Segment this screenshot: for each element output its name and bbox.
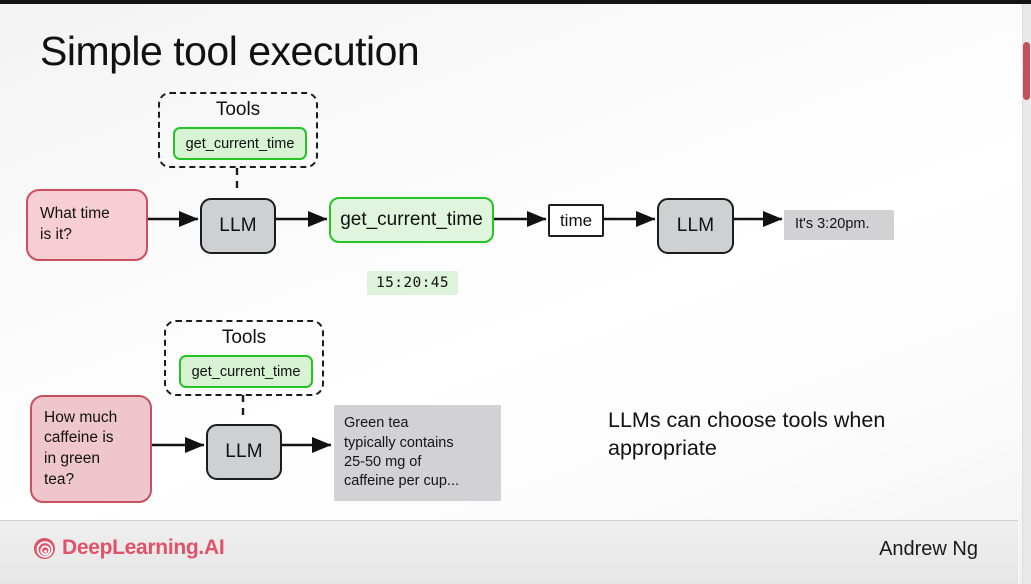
- llm-node-label-flow-two: LLM: [225, 441, 263, 462]
- llm-node-flow-one-second: LLM: [657, 198, 734, 254]
- author-name: Andrew Ng: [879, 538, 978, 560]
- window-top-frame: [0, 0, 1031, 4]
- flow-connectors: [148, 168, 783, 454]
- callout-text: LLMs can choose tools when appropriate: [608, 408, 886, 461]
- brand-name: DeepLearning.AI: [62, 536, 225, 559]
- slide-footer: DeepLearning.AI Andrew Ng: [0, 521, 1018, 584]
- tool-result-value: 15:20:45: [367, 271, 459, 295]
- assistant-answer-text: It's 3:20pm.: [795, 216, 870, 233]
- tool-call-label: get_current_time: [340, 209, 483, 230]
- llm-node-label: LLM: [219, 215, 257, 236]
- tool-output-box: time: [548, 204, 604, 237]
- llm-node-flow-one-first: LLM: [200, 198, 276, 254]
- tool-chip-get-current-time-two[interactable]: get_current_time: [179, 355, 313, 388]
- slide-content: Simple tool execution: [0, 4, 1018, 584]
- assistant-answer-text-two: Green tea typically contains 25-50 mg of…: [344, 415, 460, 490]
- tools-group-flow-two: Tools get_current_time: [164, 320, 324, 396]
- assistant-answer-flow-one: It's 3:20pm.: [784, 210, 894, 240]
- assistant-answer-flow-two: Green tea typically contains 25-50 mg of…: [334, 405, 501, 501]
- user-question-box-flow-one: What time is it?: [26, 189, 148, 261]
- llm-node-label-second: LLM: [676, 215, 715, 236]
- tools-group-label: Tools: [215, 99, 261, 120]
- tools-group-label-two: Tools: [221, 327, 267, 348]
- user-question-text: What time is it?: [40, 205, 110, 243]
- brand-lockup: DeepLearning.AI: [33, 536, 225, 560]
- tools-group-flow-one: Tools get_current_time: [158, 92, 318, 168]
- footer-divider: [0, 520, 1018, 521]
- scrollbar-thumb[interactable]: [1023, 42, 1030, 100]
- tool-chip-label: get_current_time: [185, 135, 295, 152]
- deeplearning-logo-icon: [33, 537, 56, 559]
- tool-chip-label-two: get_current_time: [191, 363, 301, 380]
- tool-chip-get-current-time[interactable]: get_current_time: [173, 127, 307, 160]
- user-question-box-flow-two: How much caffeine is in green tea?: [30, 395, 152, 503]
- vertical-scrollbar[interactable]: [1022, 4, 1031, 584]
- tool-call-box-flow-one: get_current_time: [329, 197, 494, 243]
- page-title: Simple tool execution: [40, 28, 420, 74]
- user-question-text-two: How much caffeine is in green tea?: [44, 408, 118, 488]
- tool-output-label: time: [559, 210, 593, 230]
- llm-node-flow-two: LLM: [206, 424, 282, 480]
